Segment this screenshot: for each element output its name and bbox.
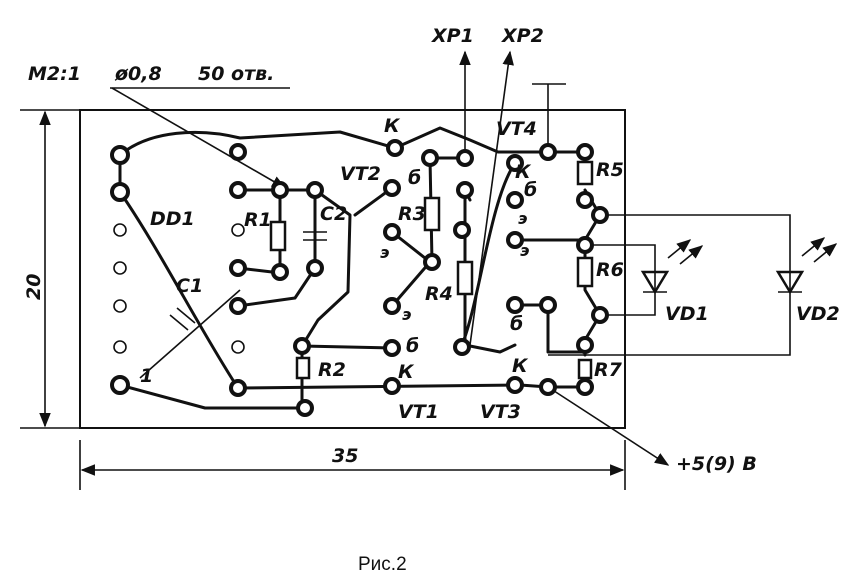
supply-arrow [547,386,670,466]
vt2-base-pin: б [408,167,421,189]
vd1-led-symbol [640,239,704,295]
vt2-label: VT2 [340,163,381,185]
vt3-label: VT3 [480,401,521,423]
r7-label: R7 [594,359,623,381]
c1-label: C1 [176,275,203,297]
dd1-pad-column [110,145,130,395]
vt4-base-pin: б [524,179,537,201]
vt1-collector-pin: К [398,361,415,383]
r4-label: R4 [425,283,453,305]
vt3-collector-pin: К [512,355,529,377]
vd2-label: VD2 [796,303,840,325]
r7-body [577,358,593,380]
vt4-collector-pin: К [515,161,532,183]
led-wiring [548,214,791,356]
height-dimension-label: 20 [23,274,45,300]
vt1-label: VT1 [398,401,439,423]
r5-label: R5 [596,159,624,181]
r6-body [576,256,594,288]
vt1-emitter-pin: э [402,305,411,324]
r2-label: R2 [318,359,346,381]
vt3-base-pin: б [510,313,523,335]
c2-label: C2 [320,203,347,225]
component-pads [271,139,609,417]
vt4-emitter-pin: э [518,209,527,228]
width-dimension [79,440,626,490]
r6-label: R6 [596,259,624,281]
width-dimension-label: 35 [332,445,358,467]
c1-symbol [139,289,241,379]
r3-body [423,196,441,232]
r1-body [269,220,287,252]
r2-body [295,356,311,380]
holes-count-label: 50 отв. [198,63,274,85]
vt1-base-pin: б [406,335,419,357]
vt3-emitter-pin: э [520,241,529,260]
vd1-label: VD1 [665,303,709,325]
vt2-emitter-pin: э [380,243,389,262]
r3-label: R3 [398,203,426,225]
xp1-label: XP1 [431,25,474,47]
r4-body [456,260,474,296]
r5-body [576,160,594,186]
height-dimension [20,109,80,429]
drill-label: ø0,8 [114,63,162,85]
vt2-collector-pin: К [384,115,401,137]
vt4-label: VT4 [496,118,537,140]
vd2-led-symbol [775,237,838,295]
xp2-label: XP2 [501,25,544,47]
figure-caption: Рис.2 [358,554,407,575]
pin1-label: 1 [140,365,153,387]
board-outline [79,109,626,429]
dd1-label: DD1 [150,208,195,230]
dd1-pad-column-right [229,143,247,397]
supply-label: +5(9) B [676,453,757,475]
drill-leader-arrow [111,87,287,189]
scale-label: M2:1 [28,63,81,85]
c2-symbol [303,231,327,241]
r1-label: R1 [244,209,272,231]
